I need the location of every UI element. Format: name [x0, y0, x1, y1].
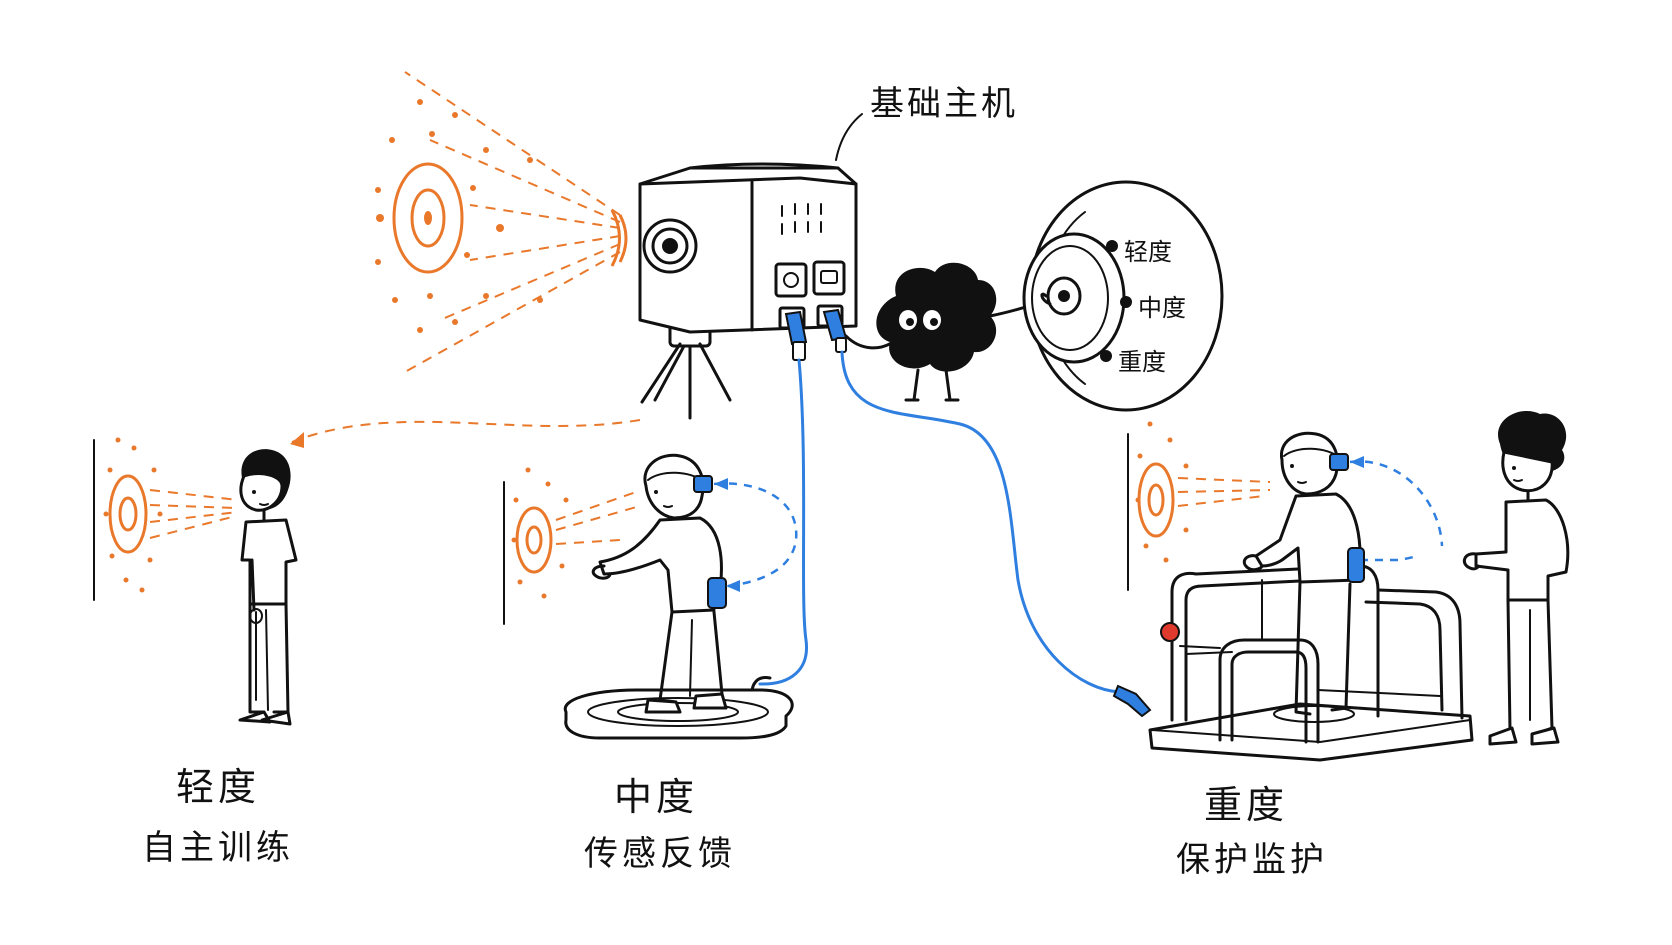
mode-mild-level: 轻度	[176, 756, 260, 811]
mode-mild-description: 自主训练	[142, 820, 294, 869]
severe-protective-frame	[1150, 556, 1472, 760]
dial-option-severe: 重度	[1118, 342, 1166, 377]
moderate-projection	[504, 468, 640, 625]
mild-projection	[94, 438, 238, 601]
mode-severe-description: 保护监护	[1176, 832, 1328, 881]
mode-moderate-level: 中度	[614, 766, 698, 821]
mascot-blob	[846, 263, 1048, 400]
mode-severe-level: 重度	[1204, 774, 1288, 829]
dial-option-mild: 轻度	[1124, 232, 1172, 267]
moderate-patient-figure	[593, 455, 796, 712]
severe-projection	[1128, 422, 1270, 591]
host-projection-beam	[394, 72, 626, 372]
dial-option-moderate: 中度	[1138, 288, 1186, 323]
mild-patient-figure	[240, 449, 296, 724]
severe-patient-figure	[1244, 433, 1442, 714]
caregiver-figure	[1464, 411, 1567, 744]
mode-moderate-description: 传感反馈	[584, 826, 736, 875]
host-label: 基础主机	[870, 76, 1018, 125]
dial-dot-severe	[1100, 350, 1112, 362]
alert-button	[1161, 623, 1179, 641]
dial-dot-mild	[1106, 240, 1118, 252]
projection-arrow-to-mild	[290, 420, 640, 448]
host-projection-dots	[375, 99, 543, 333]
host-tripod	[642, 320, 730, 418]
host-machine	[640, 114, 862, 418]
sensor-cables	[760, 352, 1150, 716]
dial-dot-moderate	[1120, 296, 1132, 308]
